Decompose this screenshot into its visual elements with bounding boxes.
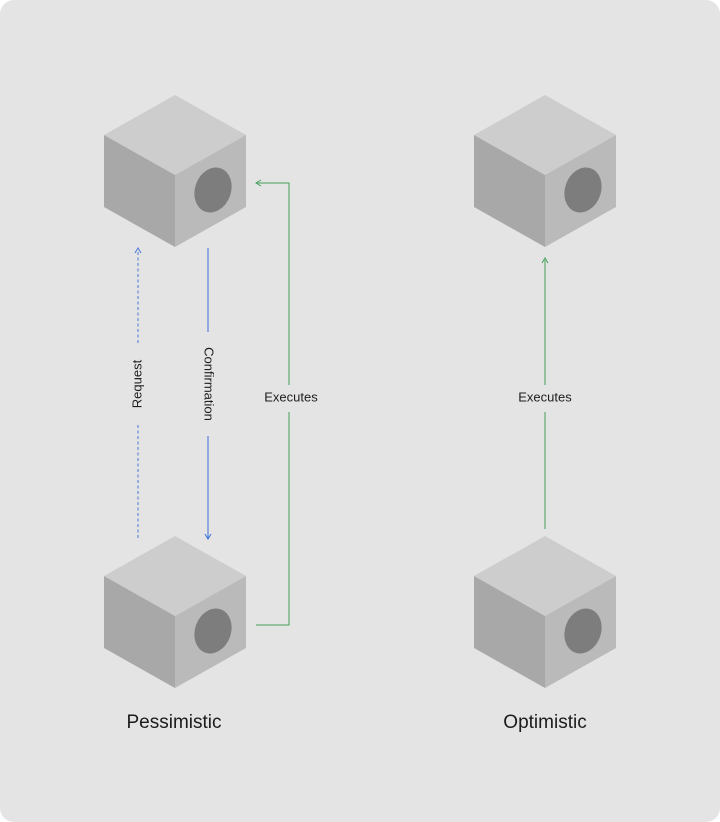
- pessimistic-executes-label: Executes: [264, 389, 318, 404]
- optimistic-executes-arrow: [541, 257, 549, 529]
- pessimistic-executes-arrow: [255, 179, 290, 626]
- confirmation-arrow: [204, 248, 212, 540]
- pessimistic-top-cube: [104, 95, 246, 247]
- confirmation-label: Confirmation: [202, 347, 217, 421]
- optimistic-top-cube: [474, 95, 616, 247]
- request-arrow: [134, 247, 142, 538]
- optimistic-executes-label: Executes: [518, 389, 572, 404]
- optimistic-bottom-cube: [474, 536, 616, 688]
- pessimistic-caption: Pessimistic: [126, 712, 221, 733]
- pessimistic-bottom-cube: [104, 536, 246, 688]
- request-label: Request: [129, 359, 144, 408]
- optimistic-caption: Optimistic: [503, 712, 586, 733]
